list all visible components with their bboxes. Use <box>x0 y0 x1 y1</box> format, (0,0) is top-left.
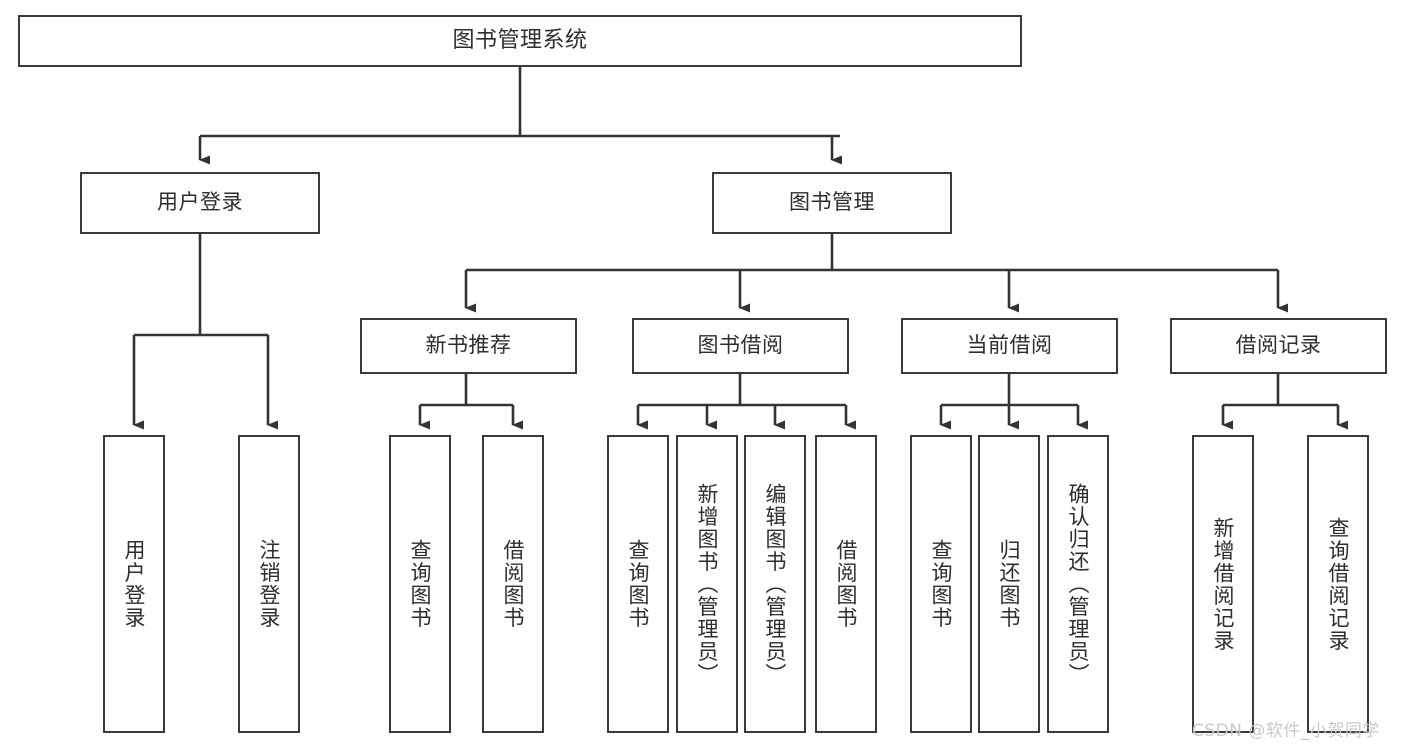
node-book-borrow-label: 图书借阅 <box>697 333 784 358</box>
node-user-login-label: 用户登录 <box>157 190 243 215</box>
node-leaf-confirm-return-label: 确认归还（管理员） <box>1066 482 1091 686</box>
node-borrow-record[interactable]: 借阅记录 <box>1170 318 1387 374</box>
node-leaf-edit-book-label: 编辑图书（管理员） <box>763 482 788 686</box>
node-book-management[interactable]: 图书管理 <box>712 172 952 234</box>
node-leaf-logout-login[interactable]: 注销登录 <box>238 435 300 733</box>
node-leaf-confirm-return[interactable]: 确认归还（管理员） <box>1047 435 1109 733</box>
node-leaf-borrow-book-2-label: 借阅图书 <box>834 539 859 629</box>
node-leaf-query-book-2-label: 查询图书 <box>626 539 651 629</box>
node-current-borrow-label: 当前借阅 <box>966 333 1053 358</box>
node-leaf-query-record-label: 查询借阅记录 <box>1326 516 1351 652</box>
node-leaf-add-record[interactable]: 新增借阅记录 <box>1192 435 1254 733</box>
node-root[interactable]: 图书管理系统 <box>18 15 1022 67</box>
node-leaf-query-book-2[interactable]: 查询图书 <box>607 435 669 733</box>
node-new-book-recommend[interactable]: 新书推荐 <box>360 318 577 374</box>
node-leaf-query-book-1-label: 查询图书 <box>408 539 433 629</box>
node-leaf-query-book-1[interactable]: 查询图书 <box>389 435 451 733</box>
node-user-login[interactable]: 用户登录 <box>80 172 320 234</box>
node-leaf-add-book-label: 新增图书（管理员） <box>695 482 720 686</box>
node-leaf-query-book-3[interactable]: 查询图书 <box>910 435 972 733</box>
node-root-label: 图书管理系统 <box>452 27 588 53</box>
node-leaf-query-record[interactable]: 查询借阅记录 <box>1307 435 1369 733</box>
node-new-book-recommend-label: 新书推荐 <box>425 333 512 358</box>
node-book-management-label: 图书管理 <box>789 190 875 215</box>
node-leaf-borrow-book-2[interactable]: 借阅图书 <box>815 435 877 733</box>
node-leaf-add-record-label: 新增借阅记录 <box>1211 516 1236 652</box>
node-borrow-record-label: 借阅记录 <box>1235 333 1322 358</box>
node-current-borrow[interactable]: 当前借阅 <box>901 318 1118 374</box>
node-leaf-user-login[interactable]: 用户登录 <box>103 435 165 733</box>
node-leaf-logout-login-label: 注销登录 <box>257 539 282 629</box>
node-leaf-return-book[interactable]: 归还图书 <box>978 435 1040 733</box>
node-leaf-query-book-3-label: 查询图书 <box>929 539 954 629</box>
csdn-watermark: CSDN @软件_小贺同学 <box>1192 721 1380 741</box>
node-leaf-edit-book[interactable]: 编辑图书（管理员） <box>744 435 806 733</box>
node-leaf-borrow-book-1[interactable]: 借阅图书 <box>482 435 544 733</box>
node-book-borrow[interactable]: 图书借阅 <box>632 318 849 374</box>
node-leaf-return-book-label: 归还图书 <box>997 539 1022 629</box>
node-leaf-user-login-label: 用户登录 <box>122 539 147 629</box>
node-leaf-borrow-book-1-label: 借阅图书 <box>501 539 526 629</box>
node-leaf-add-book[interactable]: 新增图书（管理员） <box>676 435 738 733</box>
